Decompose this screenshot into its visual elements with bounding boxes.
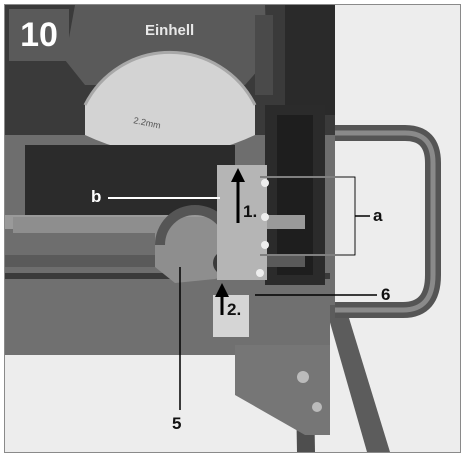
callout-5: 5 [172,414,182,433]
guide-bar [217,165,267,280]
right-leg [325,305,390,452]
blade-brand: Einhell [145,22,194,39]
figure-frame: Einhell 2.2mm 10 b a 1. 2. 6 5 [4,4,461,453]
handle-highlight [335,130,436,313]
saw-blade [85,52,255,155]
table-slot [25,145,235,215]
callout-6: 6 [381,285,391,304]
callout-step-2: 2. [227,300,242,319]
leg-bracket [235,345,330,435]
lower-bar [213,295,249,337]
figure-number-badge: 10 [9,9,69,61]
callout-a: a [373,206,383,225]
callout-step-1: 1. [243,202,258,221]
miter-gauge [13,217,265,283]
saw-photo: Einhell 2.2mm [5,5,460,452]
callout-b: b [91,187,102,206]
